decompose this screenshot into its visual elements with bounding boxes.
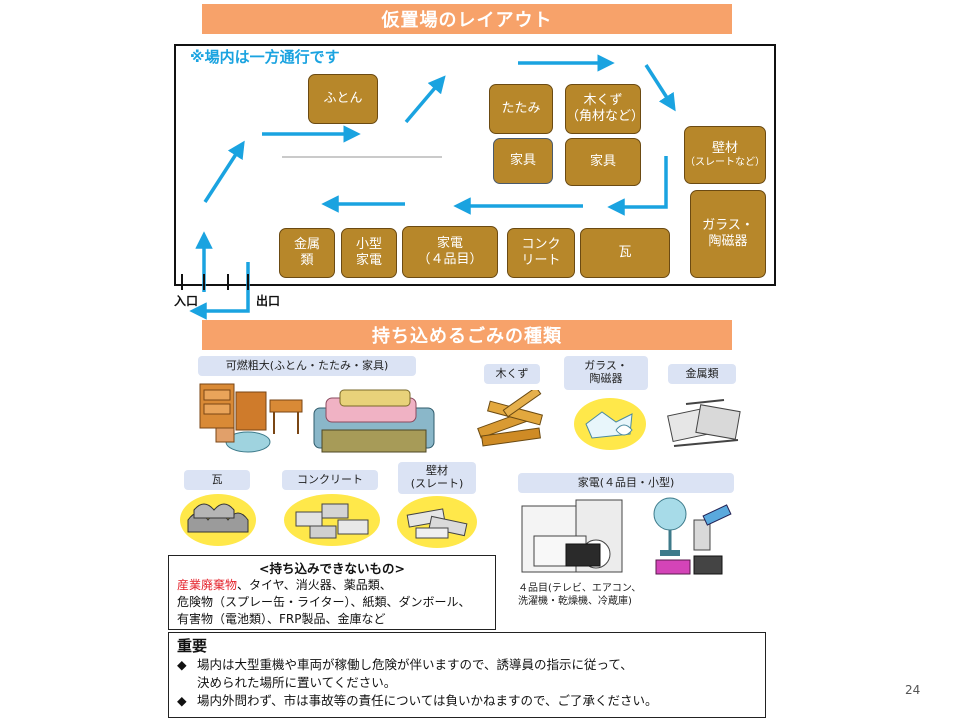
- glass-illustration: [574, 398, 646, 450]
- label-kinzoku: 金属類: [668, 364, 736, 384]
- zone-hekizai: 壁材 （スレートなど）: [684, 126, 766, 184]
- important-box: 重要 ◆場内は大型重機や車両が稼働し危険が伴いますので、誘導員の指示に従って、 …: [168, 632, 766, 718]
- roof-tile-illustration: [180, 494, 256, 546]
- important-item-2: ◆場内外問わず、市は事故等の責任については負いかねますので、ご了承ください。: [169, 692, 765, 710]
- zone-kinzoku: 金属 類: [279, 228, 335, 278]
- zone-glass: ガラス・ 陶磁器: [690, 190, 766, 278]
- exit-label: 出口: [256, 294, 281, 308]
- appliances-illustration: [521, 497, 732, 575]
- types-banner: 持ち込めるごみの種類: [202, 320, 732, 350]
- important-heading: 重要: [177, 637, 208, 655]
- concrete-illustration: [284, 494, 380, 546]
- furniture-illustration: [199, 383, 435, 453]
- important-item-1: ◆場内は大型重機や車両が稼働し危険が伴いますので、誘導員の指示に従って、: [169, 656, 765, 674]
- zone-kaden: 家電 （４品目）: [402, 226, 498, 278]
- page-number: 24: [905, 683, 921, 697]
- important-item-1-cont: 決められた場所に置いてください。: [197, 675, 397, 691]
- prohibited-line-2: 危険物（スプレー缶・ライター）、紙類、ダンボール、: [177, 594, 471, 609]
- prohibited-title: <持ち込みできないもの>: [259, 561, 405, 576]
- zone-hekizai-label: 壁材: [711, 140, 738, 156]
- zone-kikuzu: 木くず （角材など）: [565, 84, 644, 134]
- arrow-up-left: [203, 140, 245, 203]
- metal-illustration: [667, 399, 741, 447]
- arrow-diag-down: [644, 64, 676, 112]
- slate-illustration: [397, 496, 477, 548]
- label-concrete: コンクリート: [282, 470, 378, 490]
- entrance-label: 入口: [174, 294, 199, 308]
- prohibited-box: <持ち込みできないもの> 産業廃棄物、タイヤ、消火器、薬品類、 危険物（スプレー…: [168, 555, 496, 630]
- traffic-arrows: [181, 54, 676, 320]
- label-kawara: 瓦: [184, 470, 250, 490]
- one-way-notice: ※場内は一方通行です: [190, 48, 340, 66]
- label-hekizai: 壁材 (スレート): [398, 462, 476, 494]
- zone-kagu-2: 家具: [565, 138, 641, 186]
- zone-tatami: たたみ: [489, 84, 553, 134]
- diamond-bullet-icon: ◆: [177, 657, 187, 672]
- industrial-waste-text: 産業廃棄物: [177, 578, 238, 592]
- label-kaden: 家電(４品目・小型): [518, 473, 734, 493]
- prohibited-line-3: 有害物（電池類）、FRP製品、金庫など: [177, 611, 386, 626]
- layout-banner: 仮置場のレイアウト: [202, 4, 732, 34]
- zone-kawara: 瓦: [580, 228, 670, 278]
- arrow-down-turn: [607, 156, 668, 216]
- types-title: 持ち込めるごみの種類: [372, 326, 562, 347]
- label-kikuzu: 木くず: [484, 364, 540, 384]
- layout-title: 仮置場のレイアウト: [381, 10, 553, 31]
- zone-hekizai-sub: （スレートなど）: [685, 156, 765, 168]
- label-glass: ガラス・ 陶磁器: [564, 356, 648, 390]
- kaden-caption: ４品目(テレビ、エアコン、 洗濯機・乾燥機、冷蔵庫): [518, 583, 642, 607]
- zone-futon: ふとん: [308, 74, 378, 124]
- prohibited-line-1: 産業廃棄物、タイヤ、消火器、薬品類、: [177, 578, 392, 592]
- zone-concrete: コンク リート: [507, 228, 575, 278]
- zone-kagu-1: 家具: [493, 138, 553, 184]
- diamond-bullet-icon: ◆: [177, 693, 187, 709]
- wood-scraps-illustration: [477, 390, 543, 447]
- zone-kogata: 小型 家電: [341, 228, 397, 278]
- label-kanen: 可燃粗大(ふとん・たたみ・家具): [198, 356, 416, 376]
- arrow-diag-up: [404, 75, 446, 124]
